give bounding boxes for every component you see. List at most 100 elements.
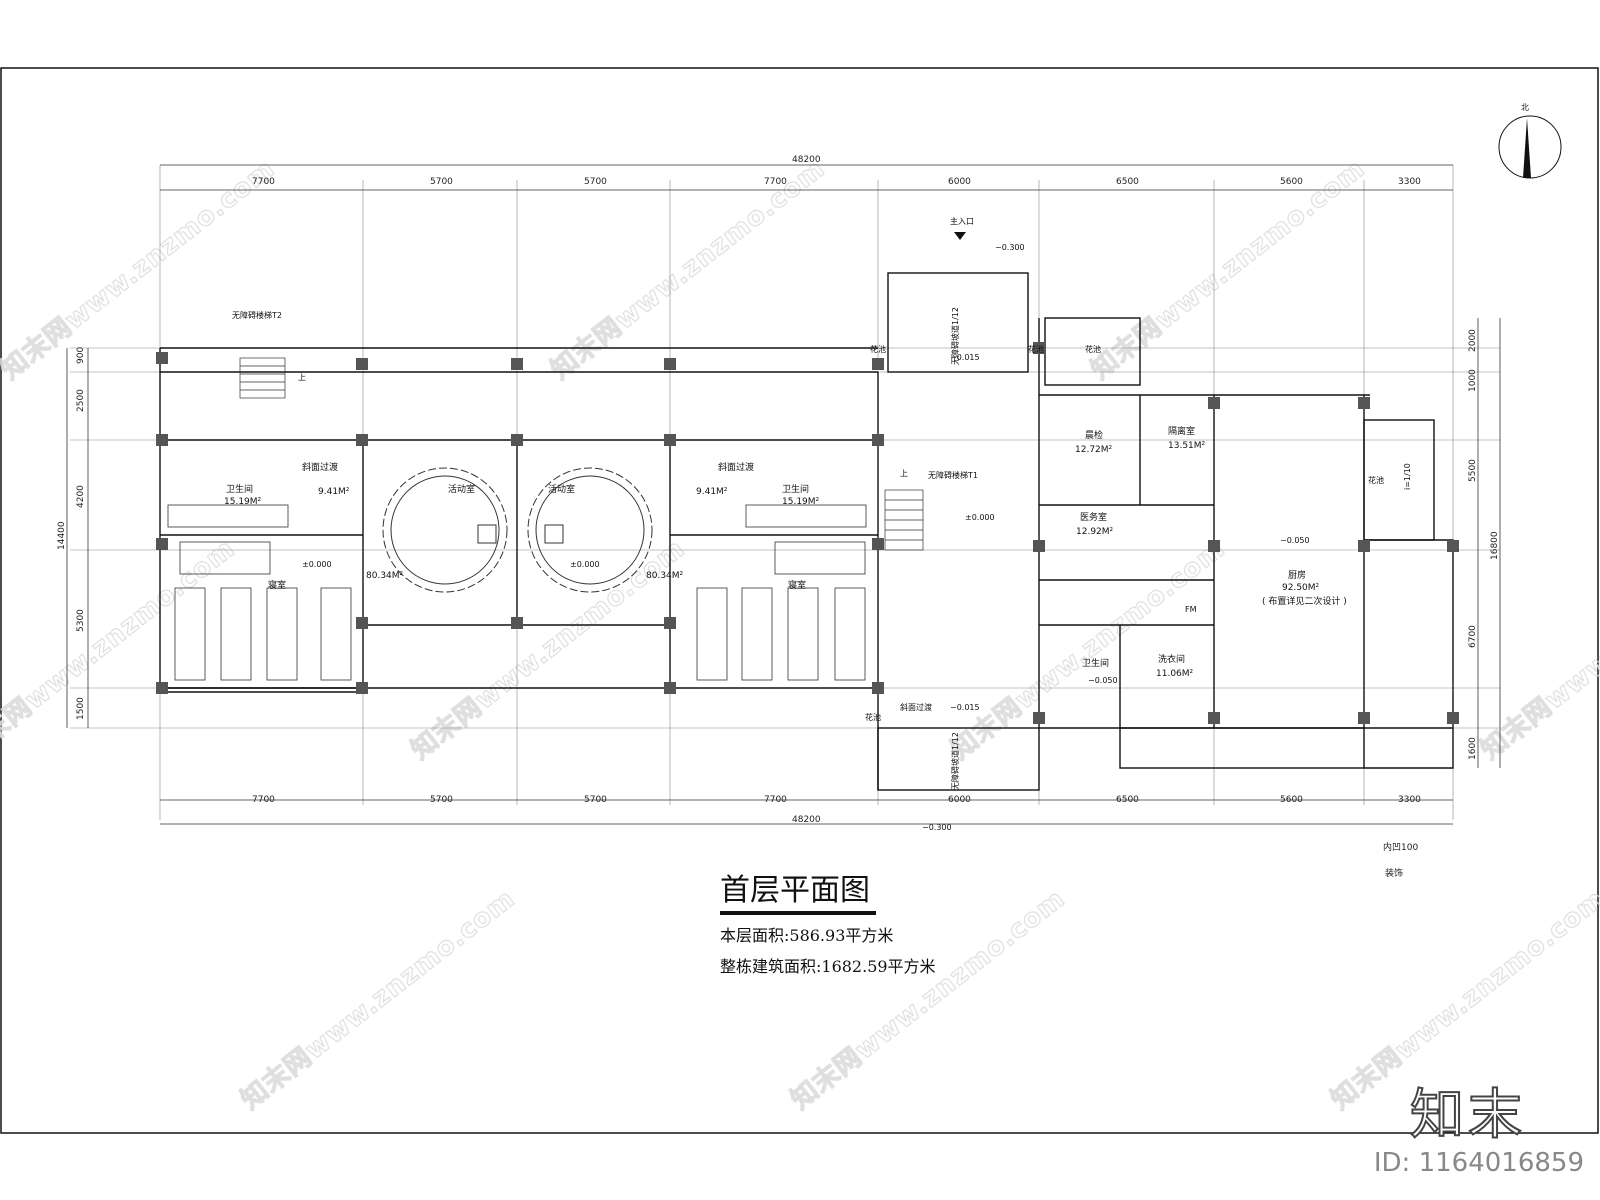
dim-top: 5600 <box>1280 177 1303 187</box>
north-arrow-icon: 北 <box>1498 103 1562 179</box>
flower-bed: 花池 <box>1085 344 1101 354</box>
room-area: 12.92M² <box>1076 527 1114 537</box>
drawing-title: 首层平面图 <box>720 865 876 915</box>
watermark-text: 知末网www.znzmo.com <box>946 534 1231 766</box>
dim-right: 1600 <box>1468 737 1478 760</box>
room-name: 卫生间 <box>226 483 253 495</box>
room-area: 9.41M² <box>696 487 728 497</box>
sheet-border <box>0 67 1599 1134</box>
image-id: ID: 1164016859 <box>1373 1148 1584 1178</box>
room-name: 活动室 <box>448 483 475 495</box>
dim-bottom: 7700 <box>252 795 275 805</box>
level-label: −0.050 <box>1088 676 1118 685</box>
structural-columns <box>156 342 1459 724</box>
room-name: 寝室 <box>788 579 806 591</box>
entrance-label: 主入口 <box>950 216 974 226</box>
flower-bed: 花池 <box>865 712 881 722</box>
dim-left: 2500 <box>76 389 86 412</box>
stair-lines <box>239 357 924 551</box>
fm-label: FM <box>1185 605 1197 614</box>
watermark-text: 知末网www.znzmo.com <box>1476 534 1600 766</box>
room-area: 80.34M² <box>646 571 684 581</box>
room-area: 15.19M² <box>782 497 820 507</box>
dim-right: 5500 <box>1468 459 1478 482</box>
dim-left: 5300 <box>76 609 86 632</box>
recess-note: 内凹100 <box>1383 841 1418 853</box>
dim-bottom: 5600 <box>1280 795 1303 805</box>
room-name: 洗衣间 <box>1158 653 1185 665</box>
slope-label: 斜面过渡 <box>900 702 932 712</box>
watermark-text: 知末网www.znzmo.com <box>236 884 521 1116</box>
dim-right: 1000 <box>1468 369 1478 392</box>
level-label: −0.015 <box>950 353 980 362</box>
total-width-bottom: 48200 <box>792 815 821 825</box>
room-area: 13.51M² <box>1168 441 1206 451</box>
entrance-arrow-icon <box>954 232 966 240</box>
room-area: 11.06M² <box>1156 669 1194 679</box>
dim-top: 3300 <box>1398 177 1421 187</box>
dim-top: 7700 <box>252 177 275 187</box>
watermark-text: 知末网www.znzmo.com <box>406 534 691 766</box>
dim-right: 6700 <box>1468 625 1478 648</box>
dim-right: 2000 <box>1468 329 1478 352</box>
ramp-label: 无障碍坡道1/12 <box>950 307 960 365</box>
dimension-lines <box>66 164 1501 825</box>
watermark-logo: 知末 <box>1409 1082 1526 1147</box>
dim-top: 5700 <box>584 177 607 187</box>
dim-top: 7700 <box>764 177 787 187</box>
dorm-furniture <box>167 504 867 681</box>
dim-top: 5700 <box>430 177 453 187</box>
dim-left: 4200 <box>76 485 86 508</box>
room-name: 医务室 <box>1080 511 1107 523</box>
room-name: 隔离室 <box>1168 425 1195 437</box>
level-label: −0.300 <box>995 243 1025 252</box>
dim-left: 1500 <box>76 697 86 720</box>
dim-bottom: 6500 <box>1116 795 1139 805</box>
room-area: 9.41M² <box>318 487 350 497</box>
room-area: 15.19M² <box>224 497 262 507</box>
dim-left: 900 <box>76 347 86 364</box>
flower-bed: 花池 <box>1368 475 1384 485</box>
dim-right-total: 16800 <box>1490 531 1500 560</box>
level-label: −0.050 <box>1280 536 1310 545</box>
dim-bottom: 5700 <box>430 795 453 805</box>
activity-seating-circles <box>382 467 653 593</box>
room-note: ( 布置详见二次设计 ) <box>1262 595 1347 607</box>
level-label: −0.015 <box>950 703 980 712</box>
level-label: −0.300 <box>922 823 952 832</box>
dim-top: 6500 <box>1116 177 1139 187</box>
ramp-label: 无障碍坡道1/12 <box>950 732 960 790</box>
level-label: ±0.000 <box>570 560 600 569</box>
room-area: 80.34M² <box>366 571 404 581</box>
dim-bottom: 3300 <box>1398 795 1421 805</box>
watermark-text: 知末网www.znzmo.com <box>0 154 281 386</box>
room-name: 寝室 <box>268 579 286 591</box>
room-name: 厨房 <box>1288 569 1306 581</box>
up-label: 上 <box>298 373 306 382</box>
dim-left-total: 14400 <box>57 521 67 550</box>
up-label: 上 <box>900 469 908 478</box>
floor-area-note: 本层面积:586.93平方米 <box>720 926 894 945</box>
stair-label: 无障碍楼梯T1 <box>928 470 978 480</box>
recess-note: 装饰 <box>1385 867 1403 879</box>
north-label: 北 <box>1521 103 1529 112</box>
flower-bed: 花池 <box>1028 344 1044 354</box>
room-area: 12.72M² <box>1075 445 1113 455</box>
room-name: 卫生间 <box>782 483 809 495</box>
flower-bed: 花池 <box>870 344 886 354</box>
ramp-label: i=1/10 <box>1403 463 1412 490</box>
dim-bottom: 7700 <box>764 795 787 805</box>
dim-top: 6000 <box>948 177 971 187</box>
room-name: 斜面过渡 <box>302 461 338 473</box>
walls <box>159 272 1454 791</box>
room-name: 活动室 <box>548 483 575 495</box>
room-area: 92.50M² <box>1282 583 1320 593</box>
room-name: 晨检 <box>1085 429 1103 441</box>
dim-bottom: 6000 <box>948 795 971 805</box>
watermark-text: 知末网www.znzmo.com <box>546 154 831 386</box>
room-name: 卫生间 <box>1082 657 1109 669</box>
level-label: ±0.000 <box>965 513 995 522</box>
watermark-text: 知末网www.znzmo.com <box>786 884 1071 1116</box>
room-name: 斜面过渡 <box>718 461 754 473</box>
